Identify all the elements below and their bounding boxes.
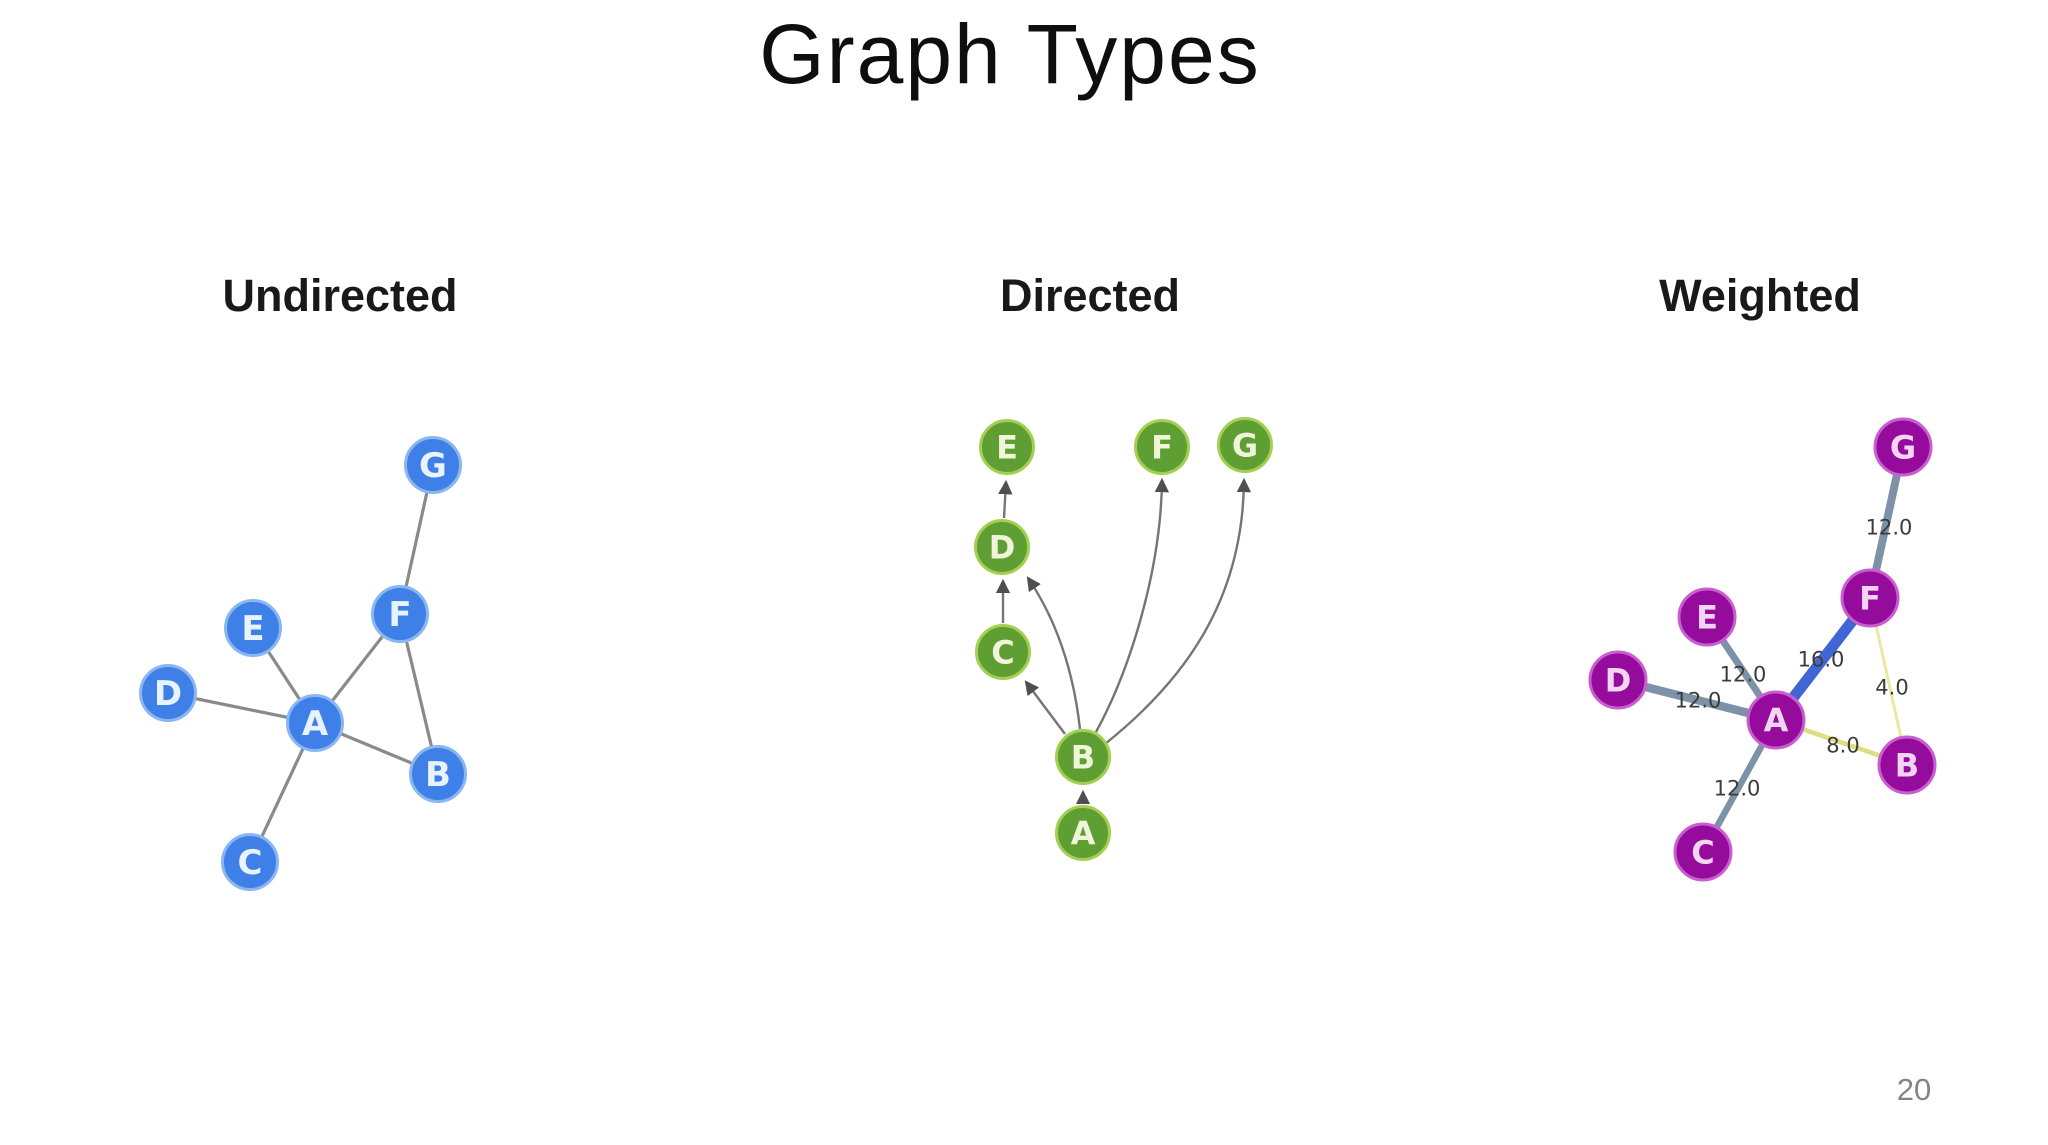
node-label-E: E — [996, 429, 1018, 467]
node-label-F: F — [1859, 580, 1881, 618]
edge-weight-A-B: 8.0 — [1826, 734, 1859, 758]
section-label-weighted: Weighted — [1659, 270, 1861, 321]
edge-weight-A-E: 12.0 — [1720, 663, 1767, 687]
graph-undirected: A B C D E F G — [139, 436, 467, 891]
edge-weight-A-C: 12.0 — [1714, 777, 1761, 801]
node-D: D — [974, 519, 1030, 575]
node-G: G — [404, 436, 462, 494]
node-label-A: A — [1764, 702, 1789, 740]
node-circle-E — [224, 599, 282, 657]
graph-directed: AB C D E F G — [974, 417, 1273, 861]
node-label-C: C — [238, 843, 263, 883]
node-A: A — [1055, 805, 1111, 861]
node-label-F: F — [388, 595, 411, 635]
node-B: B — [1877, 735, 1937, 795]
node-label-A: A — [1071, 815, 1096, 853]
node-E: E — [224, 599, 282, 657]
node-C: C — [221, 833, 279, 891]
node-F: F — [1840, 568, 1900, 628]
edge-weight-A-F: 16.0 — [1798, 648, 1845, 672]
node-circle-A — [1746, 690, 1806, 750]
node-label-B: B — [425, 755, 451, 795]
node-C: C — [1673, 822, 1733, 882]
edge-B-G — [1104, 477, 1252, 745]
node-label-D: D — [1605, 662, 1632, 700]
node-B: B — [409, 745, 467, 803]
node-D: D — [1588, 650, 1648, 710]
node-circle-B — [1055, 729, 1111, 785]
node-label-B: B — [1071, 739, 1095, 777]
node-label-C: C — [1691, 834, 1714, 872]
edge-weight-F-B: 4.0 — [1875, 676, 1908, 700]
node-circle-B — [409, 745, 467, 803]
node-circle-A — [286, 694, 344, 752]
node-circle-C — [221, 833, 279, 891]
node-circle-G — [1873, 417, 1933, 477]
node-label-D: D — [154, 674, 182, 714]
node-label-A: A — [302, 704, 329, 744]
node-circle-B — [1877, 735, 1937, 795]
node-circle-F — [1134, 419, 1190, 475]
section-label-directed: Directed — [999, 270, 1181, 321]
node-circle-G — [1217, 417, 1273, 473]
edge-B-F — [1094, 477, 1170, 733]
node-E: E — [1677, 587, 1737, 647]
edge-D-E — [998, 479, 1013, 519]
node-circle-A — [1055, 805, 1111, 861]
node-A: A — [286, 694, 344, 752]
node-label-C: C — [991, 634, 1014, 672]
slide-title: Graph Types — [759, 7, 1261, 101]
node-F: F — [371, 585, 429, 643]
node-E: E — [979, 419, 1035, 475]
node-circle-C — [1673, 822, 1733, 882]
node-A: A — [1746, 690, 1806, 750]
node-circle-E — [979, 419, 1035, 475]
node-circle-D — [1588, 650, 1648, 710]
node-label-G: G — [1232, 427, 1258, 465]
node-label-G: G — [1890, 429, 1916, 467]
node-label-B: B — [1895, 747, 1919, 785]
node-circle-E — [1677, 587, 1737, 647]
edge-weight-G-F: 12.0 — [1866, 516, 1913, 540]
node-label-E: E — [1696, 599, 1718, 637]
edge-B-D — [1026, 576, 1082, 730]
node-label-D: D — [989, 529, 1016, 567]
node-circle-D — [974, 519, 1030, 575]
node-circle-F — [371, 585, 429, 643]
node-C: C — [975, 624, 1031, 680]
node-label-G: G — [419, 446, 447, 486]
edge-B-C — [1024, 680, 1066, 735]
node-D: D — [139, 664, 197, 722]
node-G: G — [1217, 417, 1273, 473]
node-circle-F — [1840, 568, 1900, 628]
page-number: 20 — [1896, 1072, 1932, 1107]
node-circle-D — [139, 664, 197, 722]
section-label-undirected: Undirected — [222, 270, 458, 321]
node-circle-G — [404, 436, 462, 494]
node-label-F: F — [1151, 429, 1173, 467]
node-G: G — [1873, 417, 1933, 477]
node-F: F — [1134, 419, 1190, 475]
edge-weight-A-D: 12.0 — [1675, 689, 1722, 713]
node-label-E: E — [241, 609, 264, 649]
node-B: B — [1055, 729, 1111, 785]
node-circle-C — [975, 624, 1031, 680]
